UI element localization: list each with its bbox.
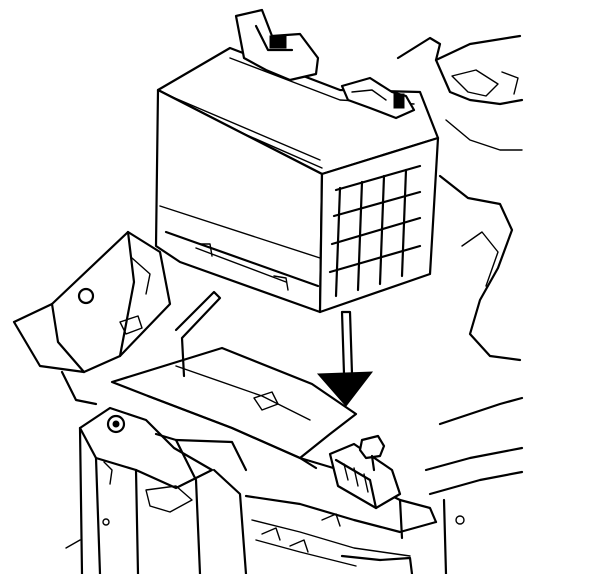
grid-v-4 — [400, 168, 408, 278]
upper-bracket-line — [396, 34, 522, 62]
tray-slot — [253, 391, 279, 411]
arrow-head-icon — [316, 371, 374, 407]
tray-mark-1 — [103, 461, 113, 485]
tray-foot — [65, 539, 81, 549]
battery-front-face — [154, 88, 324, 314]
tray-floor-line-2 — [255, 539, 357, 567]
clamp-rib-2 — [353, 467, 359, 487]
tray-channel-right — [212, 468, 248, 574]
battery-front-band — [159, 205, 321, 259]
lower-rail-bottom — [428, 470, 524, 496]
grid-h-4 — [328, 244, 422, 274]
grid-v-3 — [378, 174, 386, 286]
fender-contour — [438, 174, 522, 362]
grid-v-1 — [334, 186, 342, 298]
tray-slat-1 — [261, 527, 281, 541]
battery-tray — [65, 290, 438, 574]
lower-rail-mid — [424, 446, 524, 472]
tray-top-front-edge — [146, 394, 318, 470]
install-direction-arrow — [316, 310, 374, 407]
terminal-left-post — [269, 35, 287, 49]
fender-inner-curve — [461, 231, 499, 287]
tray-bottom-corner — [340, 554, 414, 574]
battery-handle-slot-1 — [199, 243, 213, 257]
grid-h-3 — [330, 216, 422, 246]
battery-side-face — [318, 136, 440, 314]
clamp-rib-1 — [343, 463, 349, 481]
battery-top-edge-1 — [169, 95, 321, 161]
battery-handle-slot-2 — [273, 275, 289, 291]
hold-down-clamp — [328, 434, 402, 510]
tray-left-wall-inner — [94, 456, 102, 574]
tray-rib — [174, 290, 222, 378]
tray-floor-edge — [244, 494, 438, 534]
tray-slat-3 — [321, 513, 341, 527]
tray-hole-2 — [102, 518, 110, 526]
bracket-fold — [50, 302, 86, 374]
tray-slat-2 — [289, 539, 309, 553]
tray-front-wall — [78, 406, 214, 490]
bracket-clip — [501, 71, 519, 95]
tray-channel-top — [174, 438, 248, 472]
tray-bolt-hole — [106, 414, 126, 434]
battery-base-line — [164, 230, 320, 288]
lower-rail-post — [442, 498, 448, 574]
tray-tab-square — [119, 315, 143, 335]
clamp-rib-3 — [363, 473, 369, 493]
terminal-left-detail — [254, 24, 294, 52]
right-side-structure — [396, 34, 524, 574]
fender-line-1 — [445, 119, 523, 151]
tray-step — [145, 485, 193, 513]
grid-v-2 — [356, 180, 364, 292]
bracket-tab — [451, 69, 499, 97]
bracket-plate — [12, 230, 172, 374]
terminal-right-post — [393, 93, 405, 109]
tray-left-wall — [78, 426, 84, 574]
clamp-fold — [334, 458, 378, 510]
clamp-bolt-shank — [370, 454, 376, 472]
bracket-lower-edge — [60, 370, 98, 406]
bracket-detail — [131, 257, 151, 295]
rail-hole — [455, 515, 465, 525]
clamp-bolt-head — [358, 434, 386, 460]
tray-floor-line — [251, 519, 411, 557]
tray-right-post — [398, 498, 404, 540]
bracket-hole-1 — [77, 287, 95, 305]
battery — [154, 8, 440, 314]
lower-rail-top — [438, 396, 524, 426]
arrow-shaft — [340, 310, 354, 376]
tray-bolt-center — [112, 420, 120, 428]
upper-bracket-edge — [434, 58, 524, 106]
terminal-right-detail — [351, 89, 387, 101]
tray-channel-left — [154, 432, 202, 574]
tray-mid-wall — [134, 468, 140, 574]
